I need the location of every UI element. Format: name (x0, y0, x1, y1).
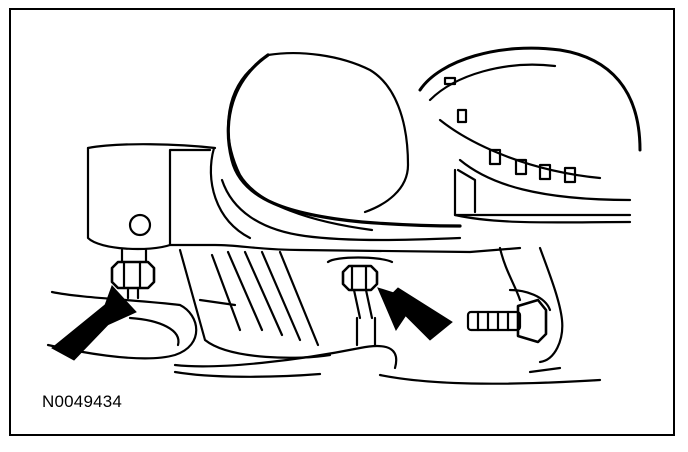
hatched-bracket (178, 248, 332, 359)
right-stud (466, 246, 564, 364)
mounting-bracket (86, 143, 522, 254)
left-nut (110, 248, 156, 300)
ring-assembly (418, 46, 642, 224)
left-fastener-arrow (51, 285, 137, 361)
figure-id-label: N0049434 (42, 392, 123, 411)
center-nut (326, 256, 394, 347)
center-fastener-arrow (377, 287, 453, 341)
housing-shell (209, 52, 462, 242)
lower-frame (46, 290, 602, 385)
